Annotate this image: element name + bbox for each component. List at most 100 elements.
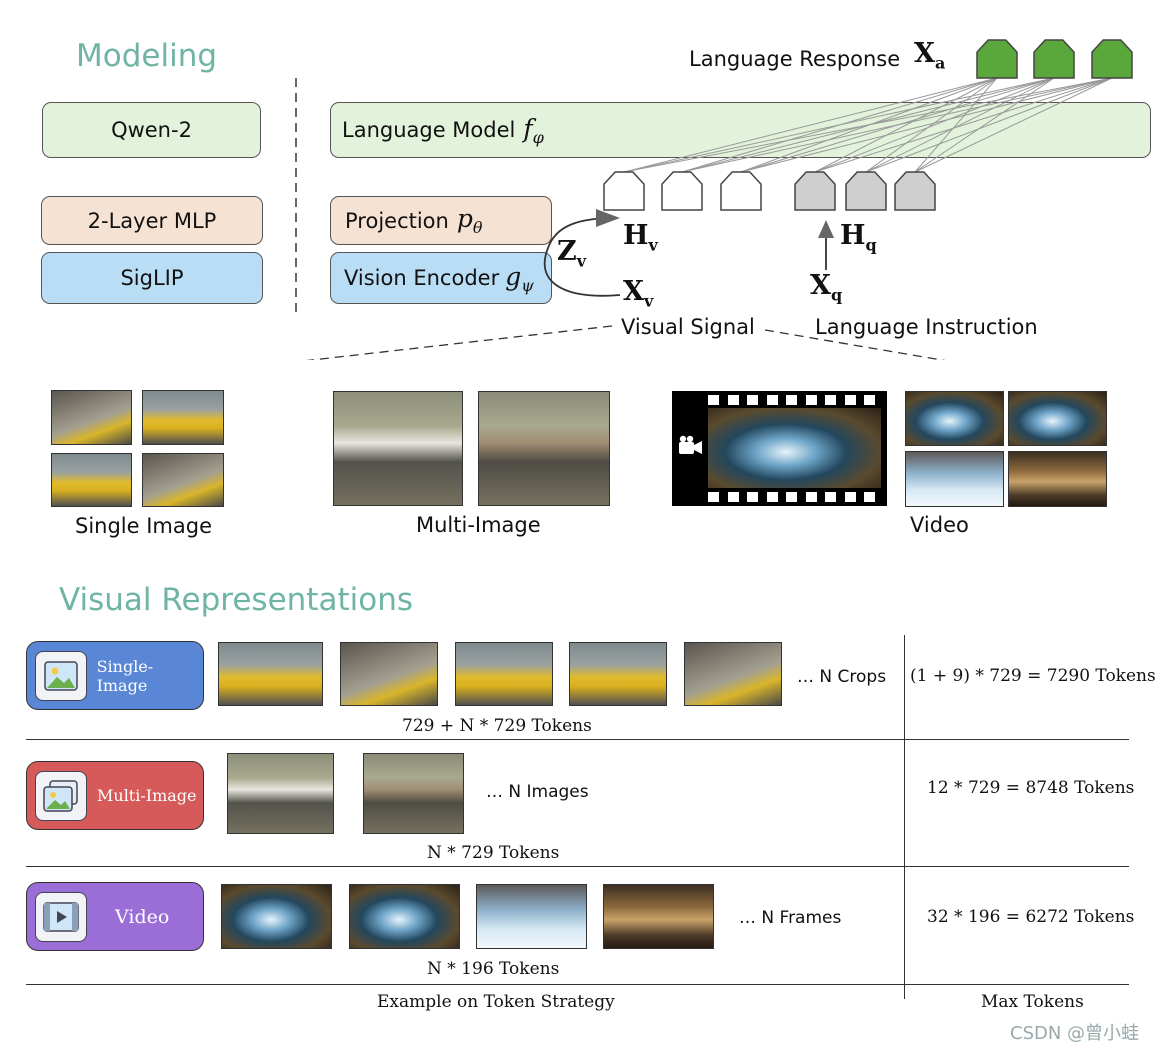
film-sprocket-hole xyxy=(844,492,856,502)
film-sprocket-hole xyxy=(708,395,719,405)
images-icon xyxy=(35,770,87,821)
query-token-3 xyxy=(894,171,936,211)
image-icon xyxy=(35,650,87,701)
language-model-fn: fφ xyxy=(523,113,544,147)
multi-image-strategy-label: Multi-Image xyxy=(97,786,197,805)
table-column-divider xyxy=(904,635,905,999)
xq-symbol: Xq xyxy=(810,270,843,305)
single-image-strategy-box: Single-Image xyxy=(26,641,204,710)
zv-arrowhead-icon xyxy=(596,209,620,227)
multi-image-thumb-monkey xyxy=(363,753,464,834)
video-frame-2 xyxy=(1008,391,1107,446)
single-image-tokens: 729 + N * 729 Tokens xyxy=(402,716,592,736)
qwen2-box: Qwen-2 xyxy=(42,102,261,158)
video-caption: Video xyxy=(910,513,969,537)
visual-signal-label: Visual Signal xyxy=(621,315,755,339)
projection-fn: pθ xyxy=(456,204,483,237)
film-sprocket-hole xyxy=(766,395,778,405)
token-strategy-footer: Example on Token Strategy xyxy=(377,992,615,1012)
video-frame-3 xyxy=(905,451,1004,507)
video-frame-4 xyxy=(1008,451,1107,507)
video-frame-main xyxy=(708,408,881,488)
film-sprocket-hole xyxy=(786,492,797,502)
xa-symbol: Xa xyxy=(914,38,946,73)
watermark: CSDN @曾小蛙 xyxy=(1010,1023,1140,1044)
token-diagram xyxy=(306,39,1133,360)
token-connection-line xyxy=(865,77,1113,173)
single-image-thumb-2 xyxy=(340,642,438,706)
video-thumb-2 xyxy=(349,884,460,949)
output-token-2 xyxy=(1033,39,1075,79)
film-sprocket-hole xyxy=(864,395,875,405)
video-camera-icon xyxy=(679,435,702,454)
max-tokens-footer: Max Tokens xyxy=(981,992,1084,1012)
single-image-strategy-label: Single-Image xyxy=(96,656,154,695)
multi-image-strategy-box: Multi-Image xyxy=(26,761,204,830)
token-connection-line xyxy=(865,77,998,173)
token-connection-line xyxy=(740,77,1113,173)
multi-image-caption: Multi-Image xyxy=(416,513,541,537)
film-sprocket-hole xyxy=(805,492,817,502)
language-model-box: Language Model fφ xyxy=(330,102,1151,158)
token-connection-line xyxy=(814,77,998,173)
hq-arrowhead-icon xyxy=(818,220,834,238)
film-sprocket-hole xyxy=(805,395,817,405)
language-instruction-label: Language Instruction xyxy=(815,315,1038,339)
single-image-thumb-4 xyxy=(569,642,667,706)
token-connection-line xyxy=(865,77,1055,173)
token-connection-line xyxy=(914,77,998,173)
video-thumb-4 xyxy=(603,884,714,949)
siglip-box: SigLIP xyxy=(41,252,263,304)
single-image-dots: … N Crops xyxy=(797,667,887,687)
multi-image-monkey xyxy=(478,391,610,506)
vision-encoder-fn: gψ xyxy=(505,261,534,295)
video-thumb-3 xyxy=(476,884,587,949)
single-image-crop-1 xyxy=(51,390,132,445)
visual-token-3 xyxy=(720,171,762,211)
token-connection-line xyxy=(814,77,1055,173)
siglip-label: SigLIP xyxy=(120,266,184,290)
query-token-1 xyxy=(794,171,836,211)
modeling-divider xyxy=(295,78,297,314)
language-model-label: Language Model xyxy=(342,118,516,142)
dashed-left-line xyxy=(306,325,613,360)
film-sprocket-hole xyxy=(766,492,778,502)
film-sprocket-hole xyxy=(786,395,797,405)
video-icon xyxy=(35,891,87,942)
mlp-box: 2-Layer MLP xyxy=(41,196,263,245)
language-response-label: Language Response xyxy=(689,47,901,71)
mlp-label: 2-Layer MLP xyxy=(87,208,217,233)
multi-image-thumb-dog xyxy=(227,753,334,834)
row-divider-2 xyxy=(26,866,1129,867)
multi-image-dog xyxy=(333,391,463,506)
single-image-thumb-5 xyxy=(684,642,782,706)
visual-token-1 xyxy=(603,171,645,211)
projection-box: Projection pθ xyxy=(330,196,552,245)
video-thumb-1 xyxy=(221,884,332,949)
modeling-title: Modeling xyxy=(76,38,218,74)
vision-encoder-label: Vision Encoder xyxy=(344,266,500,290)
video-frame-1 xyxy=(905,391,1004,446)
film-sprocket-hole xyxy=(727,492,739,502)
film-sprocket-hole xyxy=(747,395,758,405)
film-sprocket-hole xyxy=(747,492,758,502)
video-filmstrip xyxy=(672,391,887,506)
video-dots: … N Frames xyxy=(739,908,842,928)
visual-token-2 xyxy=(661,171,703,211)
token-connection-line xyxy=(740,77,1055,173)
row-divider-1 xyxy=(26,739,1129,740)
token-connection-line xyxy=(914,77,1055,173)
visual-representations-title: Visual Representations xyxy=(59,582,413,618)
single-image-thumb-3 xyxy=(455,642,553,706)
hv-symbol: Hv xyxy=(623,220,658,255)
connection-lines xyxy=(623,77,1113,173)
zv-curve-arrow xyxy=(543,217,621,297)
hq-symbol: Hq xyxy=(840,220,877,255)
multi-image-tokens: N * 729 Tokens xyxy=(427,843,560,863)
output-token-3 xyxy=(1091,39,1133,79)
qwen2-label: Qwen-2 xyxy=(111,118,192,142)
video-strategy-box: Video xyxy=(26,882,204,951)
table-bottom-line xyxy=(26,984,1129,985)
film-sprocket-hole xyxy=(825,395,836,405)
film-sprocket-hole xyxy=(844,395,856,405)
